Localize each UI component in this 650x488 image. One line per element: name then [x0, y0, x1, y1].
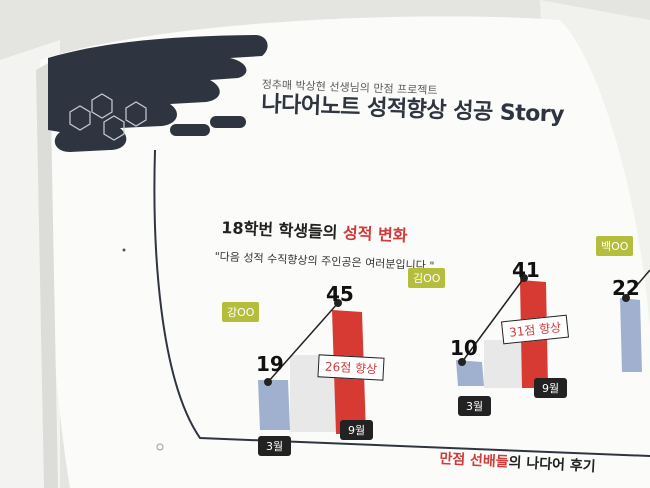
month-label-after: 9월 — [534, 378, 568, 398]
section-title-prefix: 18학번 학생들의 — [220, 217, 344, 243]
trend-line-1 — [267, 302, 339, 383]
month-label-after: 9월 — [340, 420, 374, 440]
decorative-pill — [210, 116, 246, 128]
dot-marker — [122, 248, 126, 252]
bar-before-2 — [456, 360, 484, 386]
bar-before-1 — [258, 380, 290, 430]
decorative-pill — [170, 124, 210, 136]
score-before: 19 — [256, 352, 284, 376]
improvement-badge: 26점 향상 — [317, 354, 385, 381]
month-label-before: 3월 — [458, 396, 492, 416]
bar-gap-2 — [484, 340, 524, 388]
score-before: 10 — [450, 336, 478, 360]
dot-marker — [156, 443, 164, 451]
score-after: 45 — [326, 282, 354, 306]
page-edges — [36, 62, 58, 488]
score-after: 41 — [512, 258, 540, 282]
point-before-2 — [458, 358, 466, 366]
student-name-tag: 강OO — [222, 302, 260, 322]
score-before: 22 — [612, 276, 640, 300]
hexagon-pattern — [69, 93, 147, 141]
point-after-1 — [334, 299, 342, 307]
student-name-tag: 백OO — [596, 236, 634, 256]
month-label-before: 3월 — [258, 436, 292, 456]
header-title-story: Story — [499, 100, 565, 128]
chart-frame — [153, 149, 650, 457]
decorative-banner — [48, 35, 268, 152]
point-before-1 — [264, 378, 272, 386]
trend-line-3 — [625, 269, 650, 299]
footer-suffix: 의 나다어 후기 — [508, 454, 596, 476]
bar-before-3 — [620, 298, 642, 372]
footer-accent: 만점 선배들 — [439, 450, 510, 471]
point-after-2 — [520, 274, 528, 282]
student-name-tag: 김OO — [408, 268, 446, 288]
point-before-3 — [622, 294, 630, 302]
trend-line-2 — [461, 277, 525, 363]
section-title-accent: 성적 변화 — [342, 223, 408, 246]
